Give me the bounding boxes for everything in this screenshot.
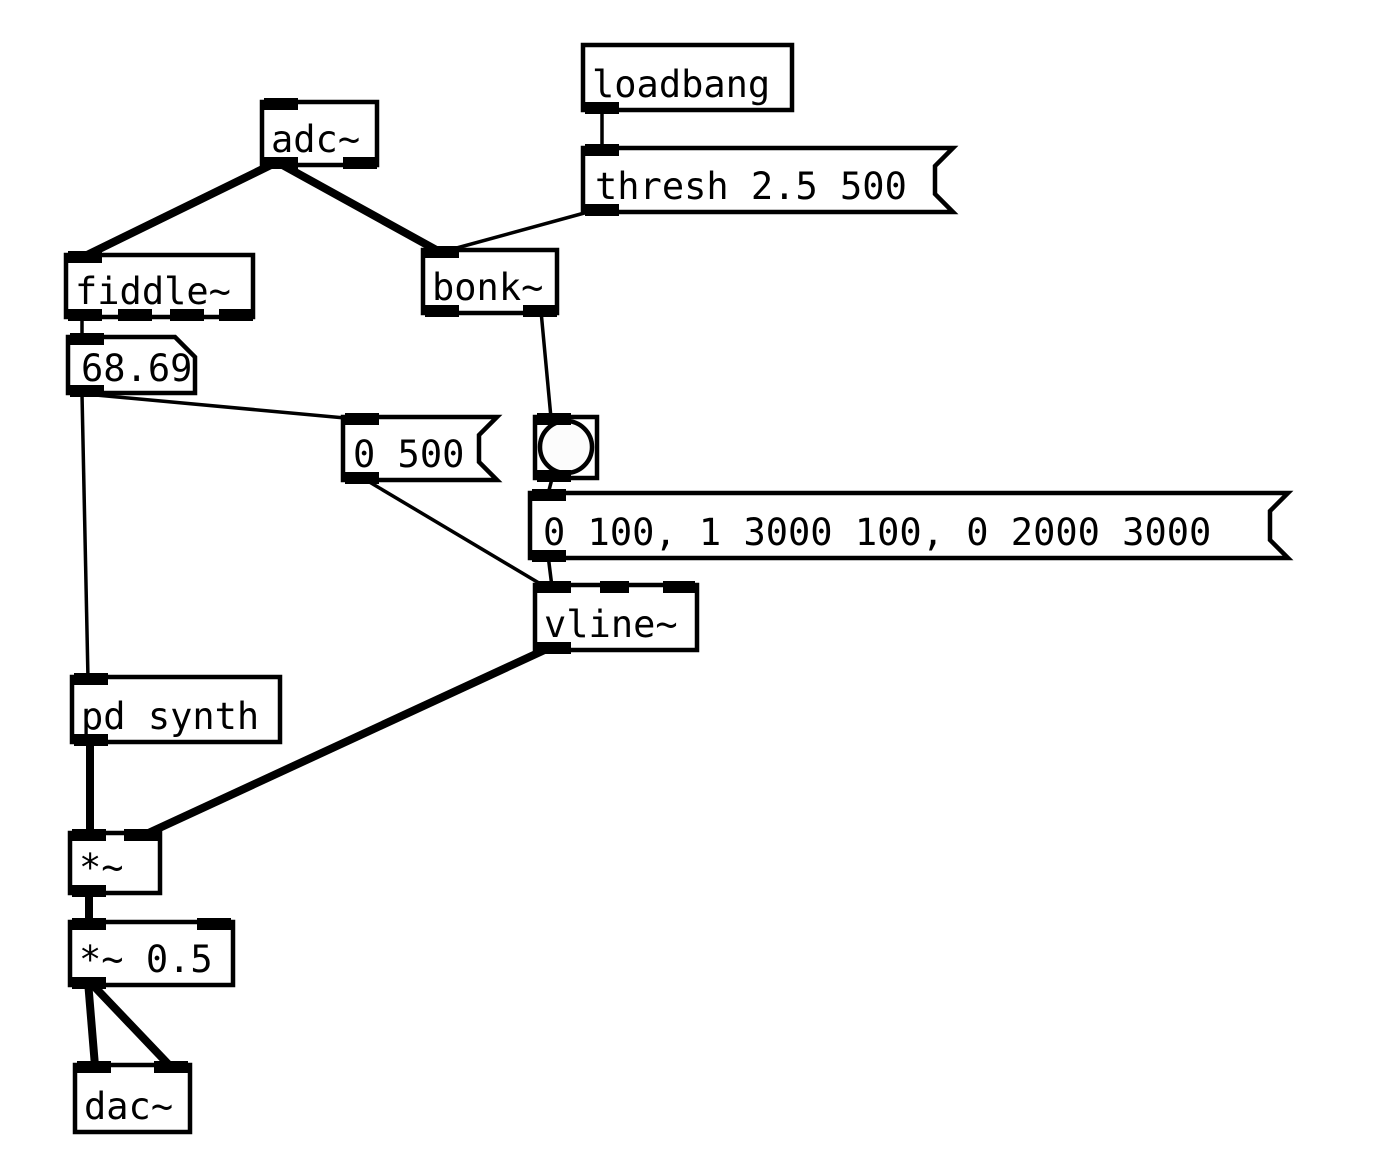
- inlet[interactable]: [70, 333, 104, 345]
- inlet[interactable]: [425, 246, 459, 258]
- node-pd-synth[interactable]: pd synth: [69, 673, 283, 746]
- node-envelope-message[interactable]: 0 100, 1 3000 100, 0 2000 3000: [527, 489, 1294, 562]
- object-box[interactable]: [532, 582, 700, 653]
- inlet[interactable]: [68, 251, 102, 263]
- inlet[interactable]: [663, 581, 695, 593]
- inlet[interactable]: [77, 1061, 111, 1073]
- node-thresh-message[interactable]: thresh 2.5 500: [580, 144, 959, 216]
- node-number-box[interactable]: 68.69: [65, 333, 198, 397]
- cord-adc-to-fiddle[interactable]: [81, 158, 279, 261]
- cord-multiplyhalf-to-dac-left[interactable]: [84, 980, 99, 1067]
- inlet[interactable]: [197, 918, 231, 930]
- message-label: 0 500: [353, 433, 464, 476]
- inlet[interactable]: [72, 829, 106, 841]
- outlet[interactable]: [219, 309, 253, 321]
- node-fiddle[interactable]: fiddle~: [63, 251, 256, 321]
- cord-adc-to-bonk[interactable]: [275, 158, 442, 256]
- message-label: 0 100, 1 3000 100, 0 2000 3000: [543, 511, 1211, 554]
- outlet[interactable]: [72, 885, 106, 897]
- outlet[interactable]: [343, 157, 377, 169]
- node-vline[interactable]: vline~: [532, 581, 700, 654]
- message-box[interactable]: [580, 145, 959, 215]
- outlet[interactable]: [70, 385, 104, 397]
- outlet[interactable]: [425, 305, 459, 317]
- cord-vline-to-multiply[interactable]: [140, 643, 553, 840]
- inlet[interactable]: [585, 144, 619, 156]
- outlet[interactable]: [537, 470, 571, 482]
- inlet[interactable]: [537, 413, 571, 425]
- bang-button[interactable]: [537, 418, 595, 476]
- object-label: adc~: [271, 118, 360, 161]
- inlet[interactable]: [72, 918, 106, 930]
- object-box[interactable]: [72, 1062, 193, 1135]
- number-box[interactable]: [65, 334, 198, 396]
- cord-thresh-to-bonk[interactable]: [441, 207, 600, 254]
- object-box[interactable]: [63, 252, 256, 320]
- cord-duck-msg-to-vline[interactable]: [360, 475, 550, 591]
- outlet[interactable]: [585, 102, 619, 114]
- object-label: *~ 0.5: [79, 938, 213, 981]
- object-label: vline~: [544, 603, 678, 646]
- cord-number-to-duck-msg[interactable]: [84, 392, 357, 421]
- object-label: *~: [79, 846, 124, 889]
- message-box[interactable]: [527, 490, 1294, 561]
- inlet[interactable]: [154, 1061, 188, 1073]
- object-box[interactable]: [420, 247, 560, 316]
- node-duck-message[interactable]: 0 500: [340, 413, 503, 484]
- object-box[interactable]: [259, 99, 380, 168]
- outlet[interactable]: [170, 309, 204, 321]
- object-box[interactable]: [67, 919, 236, 988]
- object-box[interactable]: [67, 830, 163, 896]
- inlet[interactable]: [532, 489, 566, 501]
- cord-multiplyhalf-to-dac-right[interactable]: [86, 978, 173, 1069]
- outlet[interactable]: [74, 734, 108, 746]
- object-label: pd synth: [81, 695, 259, 738]
- node-adc[interactable]: adc~: [259, 98, 380, 169]
- outlet[interactable]: [585, 204, 619, 216]
- outlet[interactable]: [68, 309, 102, 321]
- cord-bonk-to-bang[interactable]: [539, 310, 553, 419]
- node-dac[interactable]: dac~: [72, 1061, 193, 1135]
- number-value: 68.69: [81, 347, 192, 390]
- message-label: thresh 2.5 500: [595, 165, 907, 208]
- outlet[interactable]: [118, 309, 152, 321]
- object-label: fiddle~: [75, 270, 231, 313]
- outlet[interactable]: [523, 305, 557, 317]
- object-label: bonk~: [432, 266, 543, 309]
- object-box[interactable]: [580, 42, 795, 113]
- node-multiply[interactable]: *~: [67, 829, 163, 897]
- object-box[interactable]: [69, 674, 283, 745]
- outlet[interactable]: [72, 977, 106, 989]
- object-label: loadbang: [592, 63, 770, 106]
- outlet[interactable]: [345, 472, 379, 484]
- outlet[interactable]: [532, 550, 566, 562]
- node-loadbang[interactable]: loadbang: [580, 42, 795, 114]
- inlet[interactable]: [600, 581, 629, 593]
- inlet[interactable]: [345, 413, 379, 425]
- inlet[interactable]: [124, 829, 158, 841]
- object-label: dac~: [84, 1085, 173, 1128]
- node-bonk[interactable]: bonk~: [420, 246, 560, 317]
- inlet[interactable]: [537, 581, 571, 593]
- cord-number-to-pdsynth[interactable]: [80, 393, 90, 680]
- inlet[interactable]: [264, 98, 298, 110]
- node-multiply-half[interactable]: *~ 0.5: [67, 918, 236, 989]
- node-bang[interactable]: [532, 413, 600, 482]
- message-box[interactable]: [340, 414, 503, 483]
- outlet[interactable]: [537, 642, 571, 654]
- outlet[interactable]: [264, 157, 298, 169]
- inlet[interactable]: [74, 673, 108, 685]
